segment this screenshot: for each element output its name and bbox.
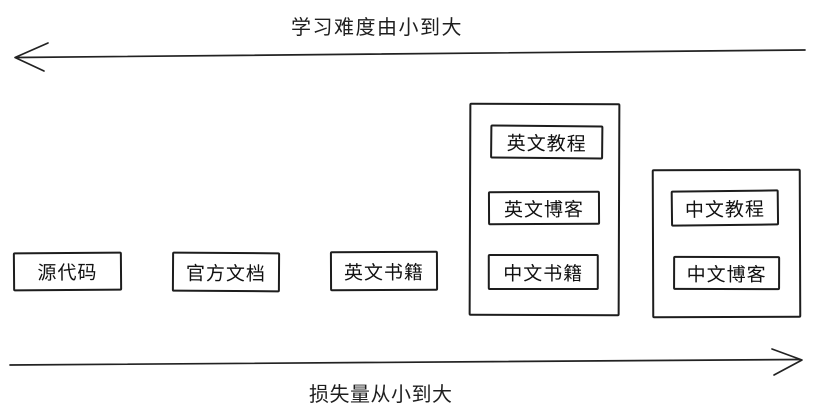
box-english-tutorial: 英文教程 (490, 124, 604, 160)
box-official-docs: 官方文档 (171, 251, 281, 293)
box-english-blog: 英文博客 (487, 190, 601, 226)
loss-axis-arrow-right (9, 348, 803, 376)
group-box-chinese-resources: 中文教程 中文博客 (651, 168, 802, 319)
box-english-books: 英文书籍 (329, 250, 439, 292)
box-chinese-blog: 中文博客 (673, 255, 781, 291)
group-box-english-resources: 英文教程 英文博客 中文书籍 (468, 102, 621, 317)
loss-axis-label: 损失量从小到大 (309, 384, 453, 406)
difficulty-axis-label: 学习难度由小到大 (291, 17, 463, 39)
box-chinese-tutorial: 中文教程 (670, 189, 780, 227)
difficulty-axis-arrow-left (14, 42, 806, 72)
box-source-code: 源代码 (12, 251, 123, 292)
box-chinese-books: 中文书籍 (487, 253, 599, 291)
